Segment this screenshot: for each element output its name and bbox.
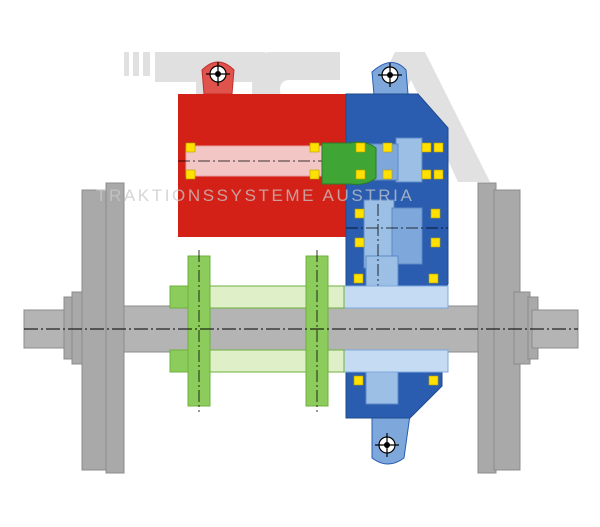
motor-coupling <box>321 141 377 185</box>
gearbox-bottom-mount <box>371 414 411 465</box>
hollow-shaft <box>343 285 449 373</box>
left-wheel <box>23 182 125 474</box>
bearings <box>185 142 444 386</box>
watermark-tagline: TRAKTIONSSYSTEME AUSTRIA <box>96 186 414 205</box>
gear-train <box>346 137 448 405</box>
coupling <box>169 250 345 412</box>
motor-mount <box>201 61 235 95</box>
right-wheel <box>477 182 579 474</box>
